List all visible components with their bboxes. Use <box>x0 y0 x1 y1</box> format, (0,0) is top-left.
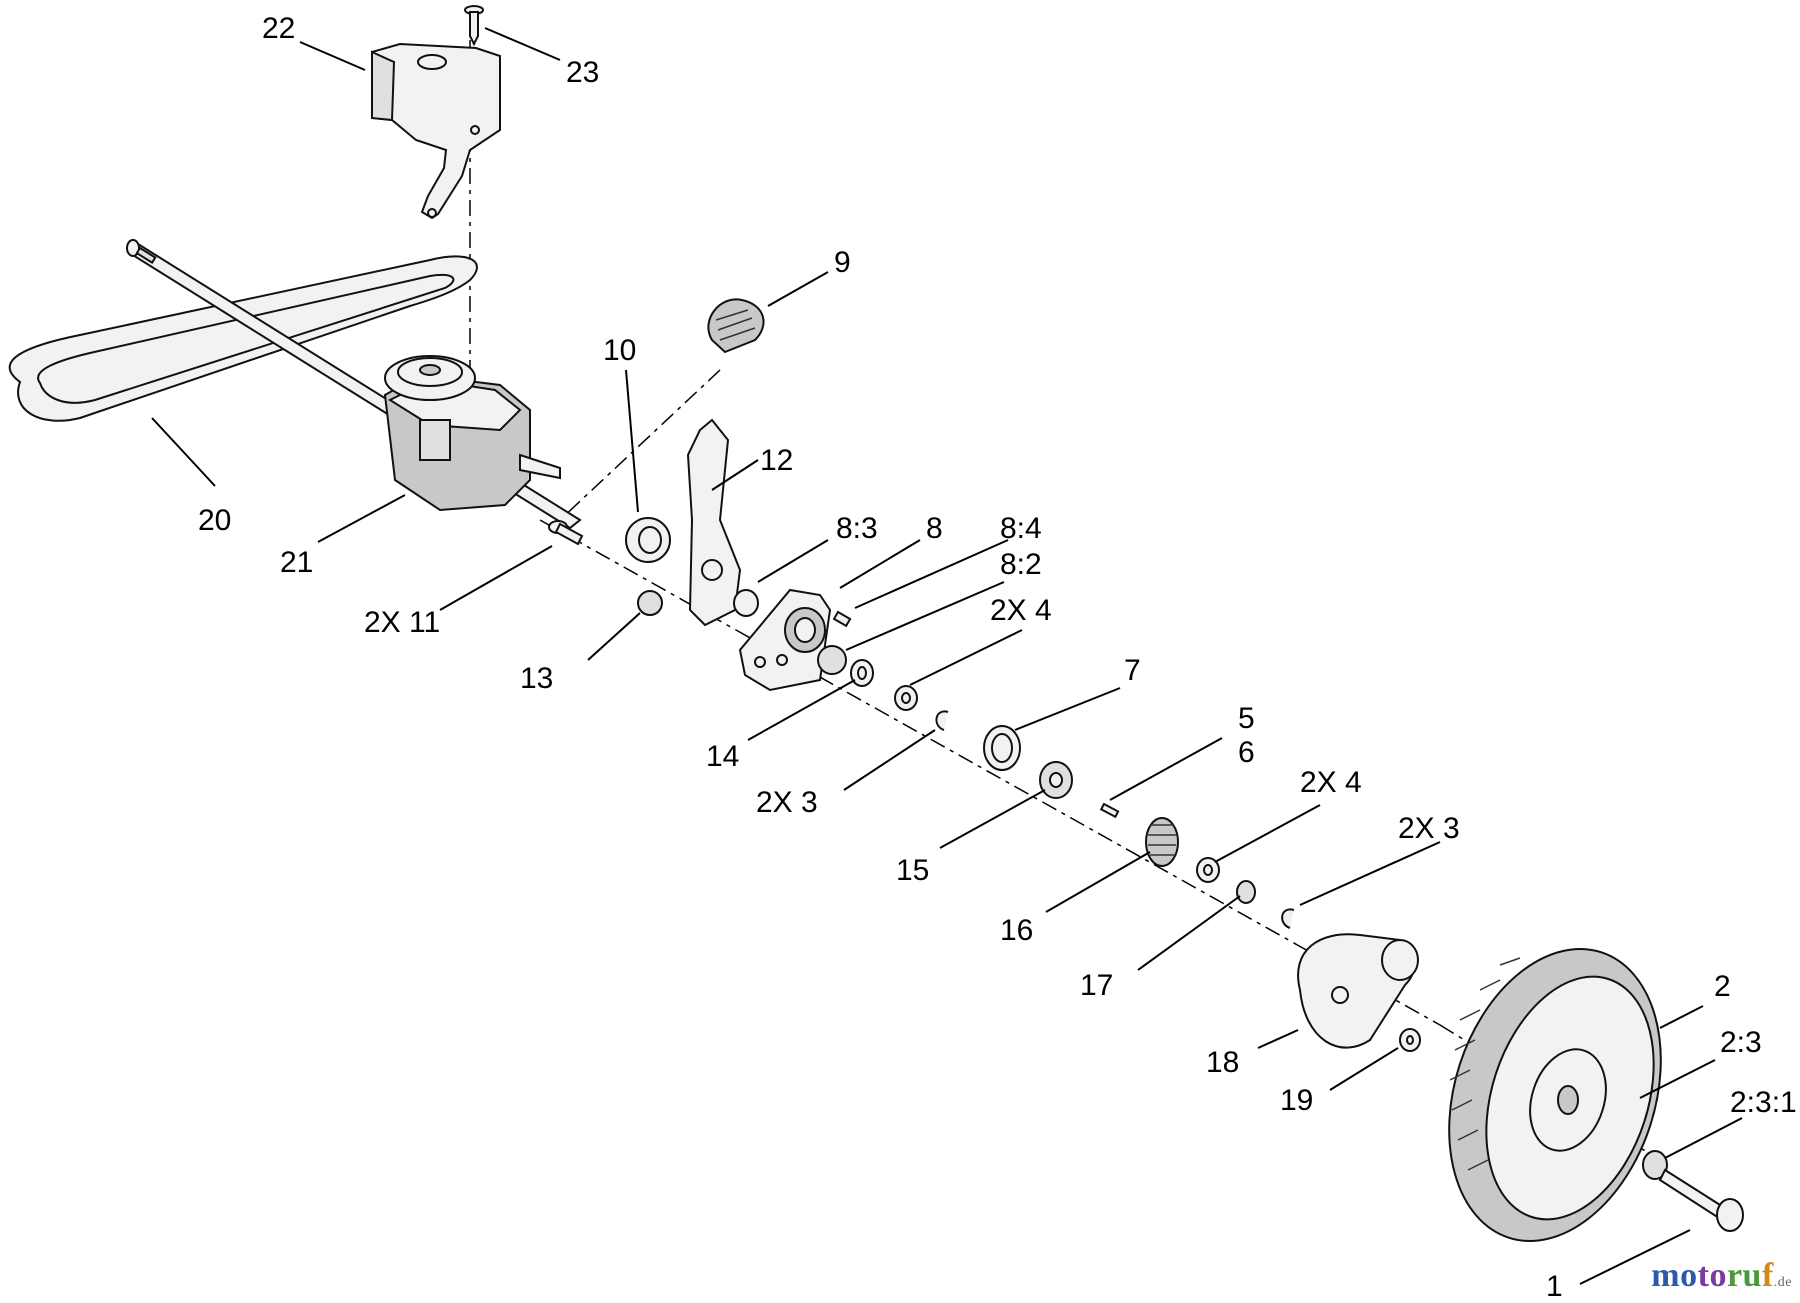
part-4-washer-upper <box>894 685 918 711</box>
callout-labels: 22 23 9 10 12 20 21 8:3 8 8:4 8:2 2X 11 … <box>198 12 1797 1303</box>
callout-8-3: 8:3 <box>836 512 878 545</box>
part-8-3-bushing <box>733 589 759 617</box>
callout-1: 1 <box>1546 1270 1563 1303</box>
part-3-clip-upper <box>935 710 949 731</box>
callout-20: 20 <box>198 504 231 537</box>
site-watermark: motoruf.de <box>1651 1257 1792 1295</box>
leader-lines <box>151 27 1743 1285</box>
part-16-pinion-gear <box>1145 817 1179 867</box>
callout-2x-3-lower: 2X 3 <box>1398 812 1460 845</box>
callout-14: 14 <box>706 740 739 773</box>
part-9-knob <box>707 298 765 354</box>
callout-23: 23 <box>566 56 599 89</box>
part-10-bushing <box>625 517 671 563</box>
assembly-axis <box>469 40 1661 1161</box>
part-1-bolt <box>1658 1168 1744 1232</box>
callout-21: 21 <box>280 546 313 579</box>
part-20-drive-belt <box>8 255 478 422</box>
part-12-lever <box>686 418 742 627</box>
part-14-washer <box>850 659 874 687</box>
callout-2x-4-upper: 2X 4 <box>990 594 1052 627</box>
callout-8: 8 <box>926 512 943 545</box>
callout-10: 10 <box>603 334 636 367</box>
callout-15: 15 <box>896 854 929 887</box>
callout-18: 18 <box>1206 1046 1239 1079</box>
callout-22: 22 <box>262 12 295 45</box>
watermark-part-3: ru <box>1726 1257 1762 1294</box>
part-8-2-bearing <box>817 645 847 675</box>
part-2-3-hub <box>1529 1048 1607 1152</box>
callout-2x-11: 2X 11 <box>364 606 440 639</box>
part-8-4-setscrew <box>832 610 852 628</box>
callout-2x-3-upper: 2X 3 <box>756 786 818 819</box>
part-17-bushing <box>1236 880 1256 904</box>
watermark-part-4: f <box>1761 1257 1774 1294</box>
part-23-screw <box>464 5 484 47</box>
watermark-suffix: .de <box>1773 1275 1792 1290</box>
callout-7: 7 <box>1124 654 1141 687</box>
callout-2-3: 2:3 <box>1720 1026 1762 1059</box>
callout-16: 16 <box>1000 914 1033 947</box>
watermark-part-2: to <box>1697 1257 1727 1294</box>
callout-8-2: 8:2 <box>1000 548 1042 581</box>
part-8-pivot-assembly <box>738 588 832 692</box>
part-13-spacer <box>637 590 663 616</box>
callout-8-4: 8:4 <box>1000 512 1042 545</box>
callout-6: 6 <box>1238 736 1255 769</box>
part-15-spacer <box>1039 761 1073 799</box>
part-18-gear-cover <box>1297 933 1419 1049</box>
callout-17: 17 <box>1080 969 1113 1002</box>
watermark-part-1: mo <box>1651 1257 1698 1294</box>
part-3-clip-lower <box>1281 908 1295 929</box>
callout-13: 13 <box>520 662 553 695</box>
part-5-6-key <box>1099 802 1120 819</box>
callout-2-3-1: 2:3:1 <box>1730 1086 1797 1119</box>
part-4-washer-lower <box>1196 857 1220 883</box>
part-11-bolt <box>548 520 584 546</box>
part-21-transmission <box>383 355 561 512</box>
callout-9: 9 <box>834 246 851 279</box>
part-7-ring <box>983 725 1021 771</box>
callout-2: 2 <box>1714 970 1731 1003</box>
callout-2x-4-lower: 2X 4 <box>1300 766 1362 799</box>
callout-19: 19 <box>1280 1084 1313 1117</box>
callout-5: 5 <box>1238 702 1255 735</box>
part-19-washer <box>1399 1028 1421 1052</box>
part-2-3-1-bearing <box>1642 1150 1668 1180</box>
callout-12: 12 <box>760 444 793 477</box>
part-22-bracket <box>371 42 501 220</box>
